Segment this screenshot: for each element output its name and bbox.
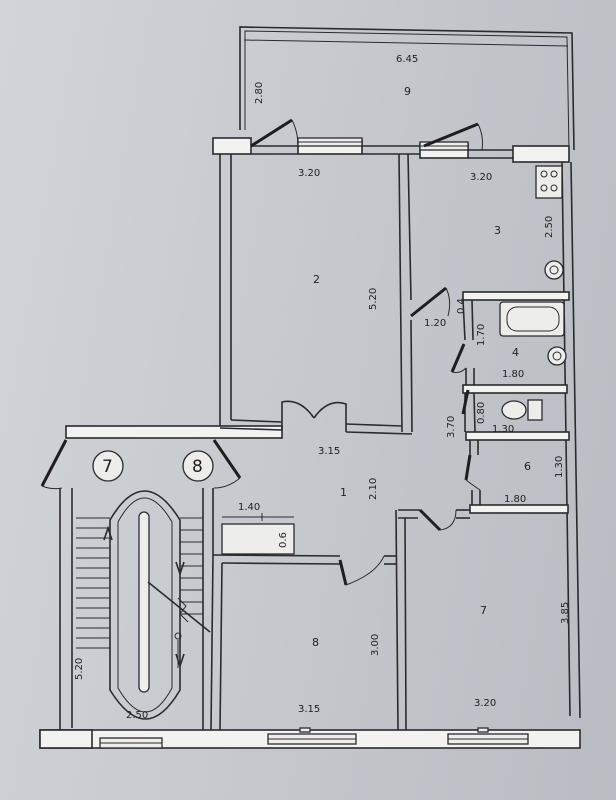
dim-room6-length: 1.30 xyxy=(554,456,565,478)
dim-room6-width: 1.80 xyxy=(504,494,526,505)
dim-stair-length: 5.20 xyxy=(74,658,85,680)
dim-hall-length: 3.70 xyxy=(446,416,457,438)
room-label-7: 7 xyxy=(480,604,487,617)
dim-wc-length: 0.80 xyxy=(476,402,487,424)
dim-room2-length: 5.20 xyxy=(368,288,379,310)
dim-room2-width: 3.20 xyxy=(298,168,320,179)
dim-stair-width: 2.50 xyxy=(126,710,148,721)
dim-room7-length: 3.85 xyxy=(560,602,571,624)
windows xyxy=(99,137,529,749)
toilet-icon xyxy=(501,400,527,420)
interior-walls xyxy=(202,153,570,731)
sink-icon xyxy=(544,260,564,280)
toilet-tank-icon xyxy=(527,399,543,421)
dim-corridor-width: 3.15 xyxy=(318,446,340,457)
stove-icon xyxy=(535,165,563,199)
dim-balcony-width: 6.45 xyxy=(396,54,418,65)
dim-room8-length: 3.00 xyxy=(370,634,381,656)
dim-room8-width: 3.15 xyxy=(298,704,320,715)
dim-closet-width: 1.40 xyxy=(238,502,260,513)
doors xyxy=(40,118,483,586)
dim-room7-width: 3.20 xyxy=(474,698,496,709)
dim-door-120: 1.20 xyxy=(424,318,446,329)
bathroom-fixtures xyxy=(499,301,567,421)
dim-closet-depth: 0.6 xyxy=(278,532,289,548)
dim-door-04: 0.4 xyxy=(456,298,467,314)
dim-room3-width: 3.20 xyxy=(470,172,492,183)
dim-bath-width: 1.80 xyxy=(502,369,524,380)
stair-marker-8: 8 xyxy=(192,457,203,477)
room-label-2: 2 xyxy=(313,273,320,286)
stair-marker-8-circle xyxy=(182,450,214,482)
balcony-outline xyxy=(239,26,575,151)
stair-marker-7: 7 xyxy=(102,457,113,477)
dim-room3-length: 2.50 xyxy=(544,216,555,238)
room-label-8: 8 xyxy=(312,636,319,649)
room-label-9: 9 xyxy=(404,85,411,98)
room-label-6: 6 xyxy=(524,460,531,473)
washbasin-icon xyxy=(547,346,567,366)
bathtub-icon xyxy=(499,301,565,337)
room-label-1: 1 xyxy=(340,486,347,499)
staircase xyxy=(76,450,214,720)
dim-corridor-length: 2.10 xyxy=(368,478,379,500)
dim-balcony-depth: 2.80 xyxy=(254,82,265,104)
dim-bath-length: 1.70 xyxy=(476,324,487,346)
room-label-4: 4 xyxy=(512,346,519,359)
room-label-3: 3 xyxy=(494,224,501,237)
stair-marker-7-circle xyxy=(92,450,124,482)
kitchen-fixtures xyxy=(535,165,564,280)
dim-wc-width: 1.30 xyxy=(492,424,514,435)
